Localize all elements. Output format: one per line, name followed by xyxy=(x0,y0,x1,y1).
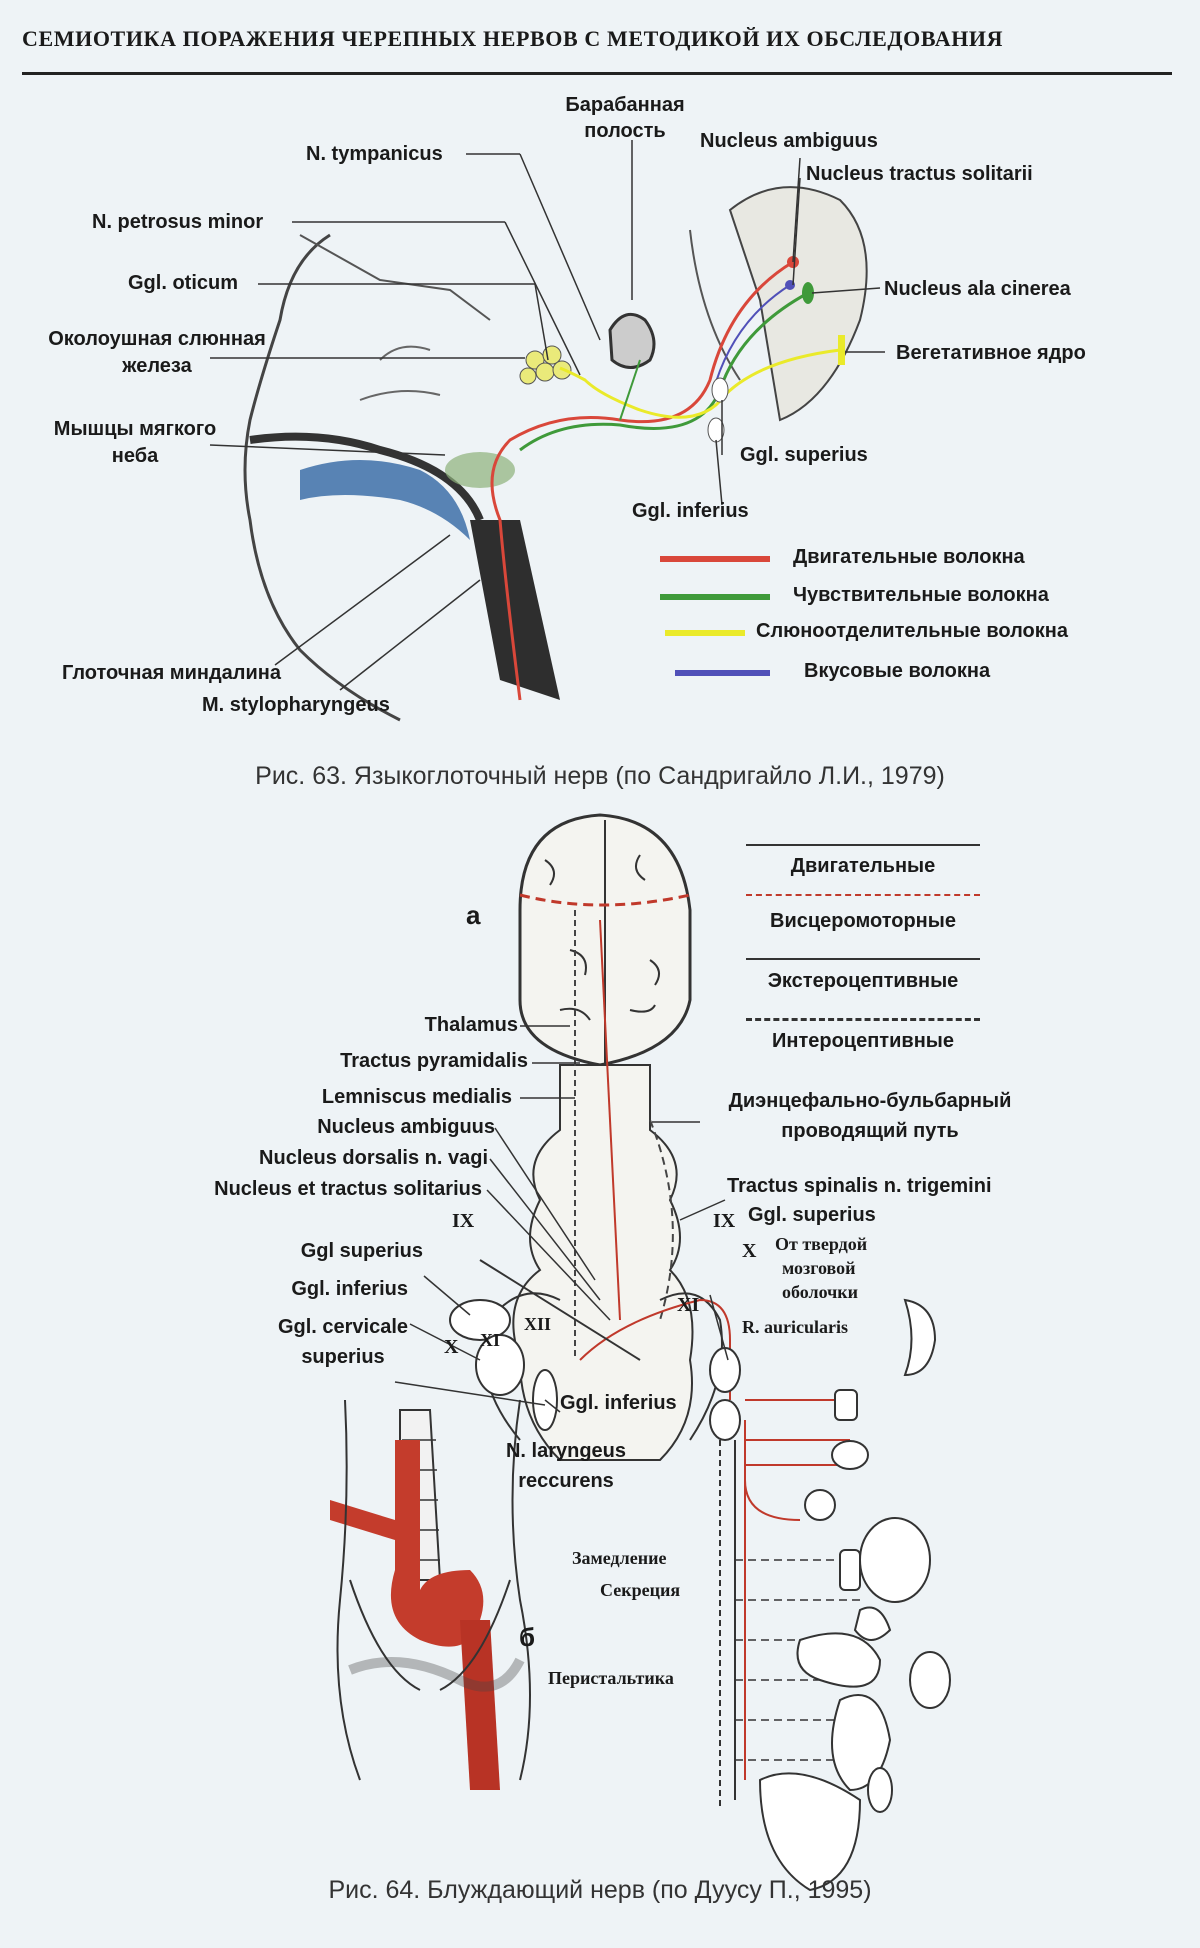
label-nucleus-solitarius: Nucleus et tractus solitarius xyxy=(214,1178,482,1201)
legend-line-exteroceptive xyxy=(746,958,980,960)
legend-line-visceromotor xyxy=(746,894,980,896)
legend-label-interoceptive: Интероцептивные xyxy=(746,1030,980,1053)
label-ix-right: IX xyxy=(713,1210,735,1233)
legend-label-taste: Вкусовые волокна xyxy=(804,660,990,683)
label-xi-left: XI xyxy=(480,1330,500,1351)
label-ggl-cervicale-2: superius xyxy=(258,1346,428,1369)
label-soft-palate-2: неба xyxy=(30,445,240,468)
caption-fig-63: Рис. 63. Языкоглоточный нерв (по Сандриг… xyxy=(0,762,1200,791)
caption-fig-64: Рис. 64. Блуждающий нерв (по Дуусу П., 1… xyxy=(0,1876,1200,1905)
label-peristalsis: Перистальтика xyxy=(548,1668,674,1689)
label-n-tympanicus: N. tympanicus xyxy=(306,143,443,166)
label-nucleus-dorsalis: Nucleus dorsalis n. vagi xyxy=(259,1147,488,1170)
label-tonsil: Глоточная миндалина xyxy=(62,662,281,685)
label-nucleus-ambiguus: Nucleus ambiguus xyxy=(700,130,878,153)
label-tractus-pyramidalis: Tractus pyramidalis xyxy=(340,1050,528,1073)
label-tympanic-cavity-1: Барабанная xyxy=(550,94,700,117)
figure-63: Барабанная полость N. tympanicus Nucleus… xyxy=(0,0,1200,800)
vagus-illustration xyxy=(0,800,1200,1948)
label-ggl-inferius: Ggl. inferius xyxy=(632,500,749,523)
legend-label-exteroceptive: Экстероцептивные xyxy=(746,970,980,993)
legend-line-interoceptive xyxy=(746,1018,980,1021)
label-lemniscus-medialis: Lemniscus medialis xyxy=(322,1086,512,1109)
label-parotid-2: железа xyxy=(22,355,292,378)
legend-label-motor: Двигательные волокна xyxy=(793,546,1025,569)
label-ggl-superius-left: Ggl superius xyxy=(301,1240,423,1263)
label-nucleus-tractus-solitarii: Nucleus tractus solitarii xyxy=(806,163,1033,186)
label-thalamus: Thalamus xyxy=(425,1014,518,1037)
label-soft-palate-1: Мышцы мягкого xyxy=(30,418,240,441)
label-ggl-superius: Ggl. superius xyxy=(740,444,868,467)
label-xi-right: XI xyxy=(677,1294,699,1317)
label-tympanic-cavity-2: полость xyxy=(550,120,700,143)
legend-line-motor xyxy=(746,844,980,846)
label-vegetative-nucleus: Вегетативное ядро xyxy=(896,342,1086,365)
label-n-laryngeus-2: reccurens xyxy=(476,1470,656,1493)
legend-swatch-taste xyxy=(675,670,770,676)
figure-64: Двигательные Висцеромоторные Экстероцепт… xyxy=(0,800,1200,1948)
label-stylopharyngeus: M. stylopharyngeus xyxy=(202,694,390,717)
label-n-laryngeus-1: N. laryngeus xyxy=(476,1440,656,1463)
label-nucleus-ambiguus-64: Nucleus ambiguus xyxy=(317,1116,495,1139)
label-dura-3: оболочки xyxy=(782,1282,858,1303)
label-a: а xyxy=(466,900,480,931)
legend-label-motor: Двигательные xyxy=(746,855,980,878)
label-xii: XII xyxy=(524,1314,551,1335)
parotid-gland xyxy=(520,346,571,384)
label-ggl-inferius-left: Ggl. inferius xyxy=(291,1278,408,1301)
label-x-left: X xyxy=(444,1336,458,1359)
label-ggl-oticum: Ggl. oticum xyxy=(128,272,238,295)
label-dura-1: От твердой xyxy=(775,1234,867,1255)
label-parotid-1: Околоушная слюнная xyxy=(22,328,292,351)
label-slowing: Замедление xyxy=(572,1548,666,1569)
label-x-right: X xyxy=(742,1240,756,1263)
label-n-petrosus-minor: N. petrosus minor xyxy=(92,211,263,234)
label-ggl-cervicale-1: Ggl. cervicale xyxy=(258,1316,428,1339)
legend-swatch-salivary xyxy=(665,630,745,636)
legend-label-sensory: Чувствительные волокна xyxy=(793,584,1049,607)
legend-swatch-sensory xyxy=(660,594,770,600)
legend-label-salivary: Слюноотделительные волокна xyxy=(756,620,1068,643)
legend-label-visceromotor: Висцеромоторные xyxy=(746,910,980,933)
label-dura-2: мозговой xyxy=(782,1258,856,1279)
label-ggl-inferius-bottom: Ggl. inferius xyxy=(560,1392,677,1415)
label-tractus-spinalis: Tractus spinalis n. trigemini xyxy=(727,1175,992,1198)
label-ix-left: IX xyxy=(452,1210,474,1233)
legend-swatch-motor xyxy=(660,556,770,562)
label-dienceph-2: проводящий путь xyxy=(690,1120,1050,1143)
label-ggl-superius-right: Ggl. superius xyxy=(748,1204,876,1227)
label-nucleus-ala-cinerea: Nucleus ala cinerea xyxy=(884,278,1071,301)
label-b: б xyxy=(519,1622,535,1653)
label-r-auricularis: R. auricularis xyxy=(742,1317,848,1338)
label-dienceph-1: Диэнцефально-бульбарный xyxy=(690,1090,1050,1113)
label-secretion: Секреция xyxy=(600,1580,680,1601)
